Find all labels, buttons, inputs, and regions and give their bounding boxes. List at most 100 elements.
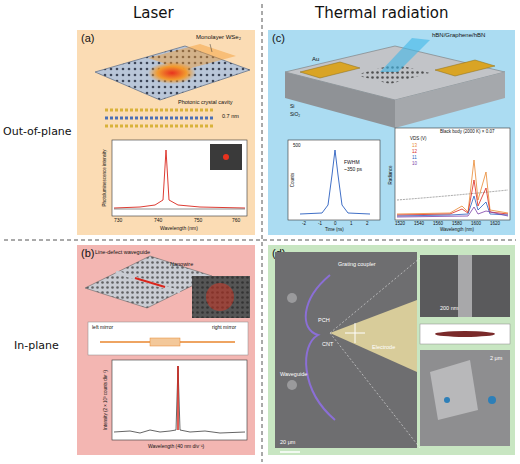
hole-array xyxy=(355,64,430,84)
part-name: left mirror xyxy=(92,325,113,330)
tick-label: 750 xyxy=(194,218,202,223)
divider xyxy=(262,4,263,462)
plot-frame xyxy=(288,140,380,220)
time-trace xyxy=(300,150,370,214)
zoom-line xyxy=(330,333,420,448)
atomic-layers xyxy=(105,110,215,126)
part-name: Au xyxy=(312,56,319,62)
annotation: ~350 ps xyxy=(344,167,362,172)
hole-array xyxy=(192,276,250,318)
atom-row xyxy=(105,109,215,112)
legend-title: VDS (V) xyxy=(410,137,427,142)
tick-label: 0 xyxy=(334,222,337,227)
axis-title: Radiance xyxy=(389,165,394,184)
alignment-mark xyxy=(287,380,297,390)
waveguide-line xyxy=(100,341,235,343)
cross-mark xyxy=(345,333,365,334)
plot-frame xyxy=(112,360,247,440)
legend-value: 12 xyxy=(412,150,417,155)
pl-spectrum xyxy=(114,150,245,208)
sem-zoom xyxy=(192,276,250,318)
axis-title: Photoluminescence intensity xyxy=(103,149,108,206)
tick-label: 740 xyxy=(154,218,162,223)
mode-spot xyxy=(206,283,234,311)
panel-tag: (b) xyxy=(81,247,94,259)
blackbody-curve xyxy=(397,190,508,200)
tick-label: 2 xyxy=(366,222,369,227)
panel-tag: (a) xyxy=(81,32,94,44)
alignment-mark xyxy=(287,293,297,303)
spectrum-line xyxy=(397,180,508,215)
particle xyxy=(488,396,496,404)
flake xyxy=(430,360,478,420)
dimension: 0.7 nm xyxy=(222,114,239,120)
device-side xyxy=(395,72,505,128)
cross-mark xyxy=(355,323,356,343)
tick-label: 760 xyxy=(232,218,240,223)
tem-image xyxy=(420,350,510,446)
scale-label: 2 μm xyxy=(490,356,502,362)
part-name: Line-defect waveguide xyxy=(95,250,150,256)
gold-pad xyxy=(300,62,360,78)
part-name: Si xyxy=(290,104,294,109)
emission-beam xyxy=(380,38,430,72)
atom-row xyxy=(105,125,215,128)
axis-title: Intensity (2 × 10³ counts div⁻¹) xyxy=(104,370,109,430)
part-name: right mirror xyxy=(212,325,236,330)
device-top xyxy=(285,46,505,100)
mirror-schematic xyxy=(88,322,248,355)
divider xyxy=(4,240,516,241)
part-name: Nanowire xyxy=(170,262,193,268)
atom-row xyxy=(105,117,215,120)
sem-image xyxy=(420,255,510,317)
row-heading: Out-of-plane xyxy=(3,126,72,137)
axis-title: Counts xyxy=(291,173,296,187)
photonic-slab xyxy=(95,46,250,100)
lasing-peak xyxy=(177,366,179,430)
nanobeam xyxy=(458,255,472,317)
hole-array xyxy=(85,256,212,308)
part-name: PCH xyxy=(318,318,330,324)
gold-pad xyxy=(435,60,495,76)
tick-label: 1540 xyxy=(414,222,424,227)
part-name: Monolayer WSe₂ xyxy=(196,34,241,40)
plot-frame xyxy=(395,128,510,220)
scale-label: 200 nm xyxy=(440,306,458,312)
cavity-mode xyxy=(148,62,196,84)
part-name: hBN/Graphene/hBN xyxy=(432,32,485,38)
tick-label: 730 xyxy=(114,218,122,223)
monolayer-sheet xyxy=(148,44,236,70)
legend-value: 11 xyxy=(412,156,417,161)
particle xyxy=(444,397,450,403)
inset-image xyxy=(210,144,242,170)
photonic-slab xyxy=(85,256,212,308)
tick-label: 1520 xyxy=(395,222,405,227)
part-name: CNT xyxy=(322,342,333,348)
spectrum-line xyxy=(397,160,508,214)
axis-title: Wavelength (nm) xyxy=(440,228,474,233)
device-side xyxy=(285,72,395,128)
panel-tag: (d) xyxy=(272,247,285,259)
lasing-spectrum xyxy=(114,366,245,433)
line-defect xyxy=(116,272,180,292)
waveguide-path xyxy=(306,275,335,420)
tick-label: -1 xyxy=(318,222,322,227)
legend-value: 13 xyxy=(412,144,417,149)
scale-bar xyxy=(280,451,300,453)
nanowire xyxy=(135,278,165,287)
axis-title: Wavelength (nm) xyxy=(160,226,198,231)
tick-label: 1580 xyxy=(452,222,462,227)
legend-value: 10 xyxy=(412,162,417,167)
tick-label: 1560 xyxy=(433,222,443,227)
mode-profile xyxy=(435,331,495,337)
part-name: Photonic crystal cavity xyxy=(178,100,232,106)
baseline xyxy=(114,209,245,210)
spectrum-line xyxy=(397,196,508,216)
emission-spot xyxy=(223,154,229,160)
tick-label: 1620 xyxy=(490,222,500,227)
scale-label: 20 μm xyxy=(280,440,295,446)
row-heading: In-plane xyxy=(14,340,59,351)
column-heading: Thermal radiation xyxy=(315,6,449,21)
gain-region xyxy=(150,338,180,346)
